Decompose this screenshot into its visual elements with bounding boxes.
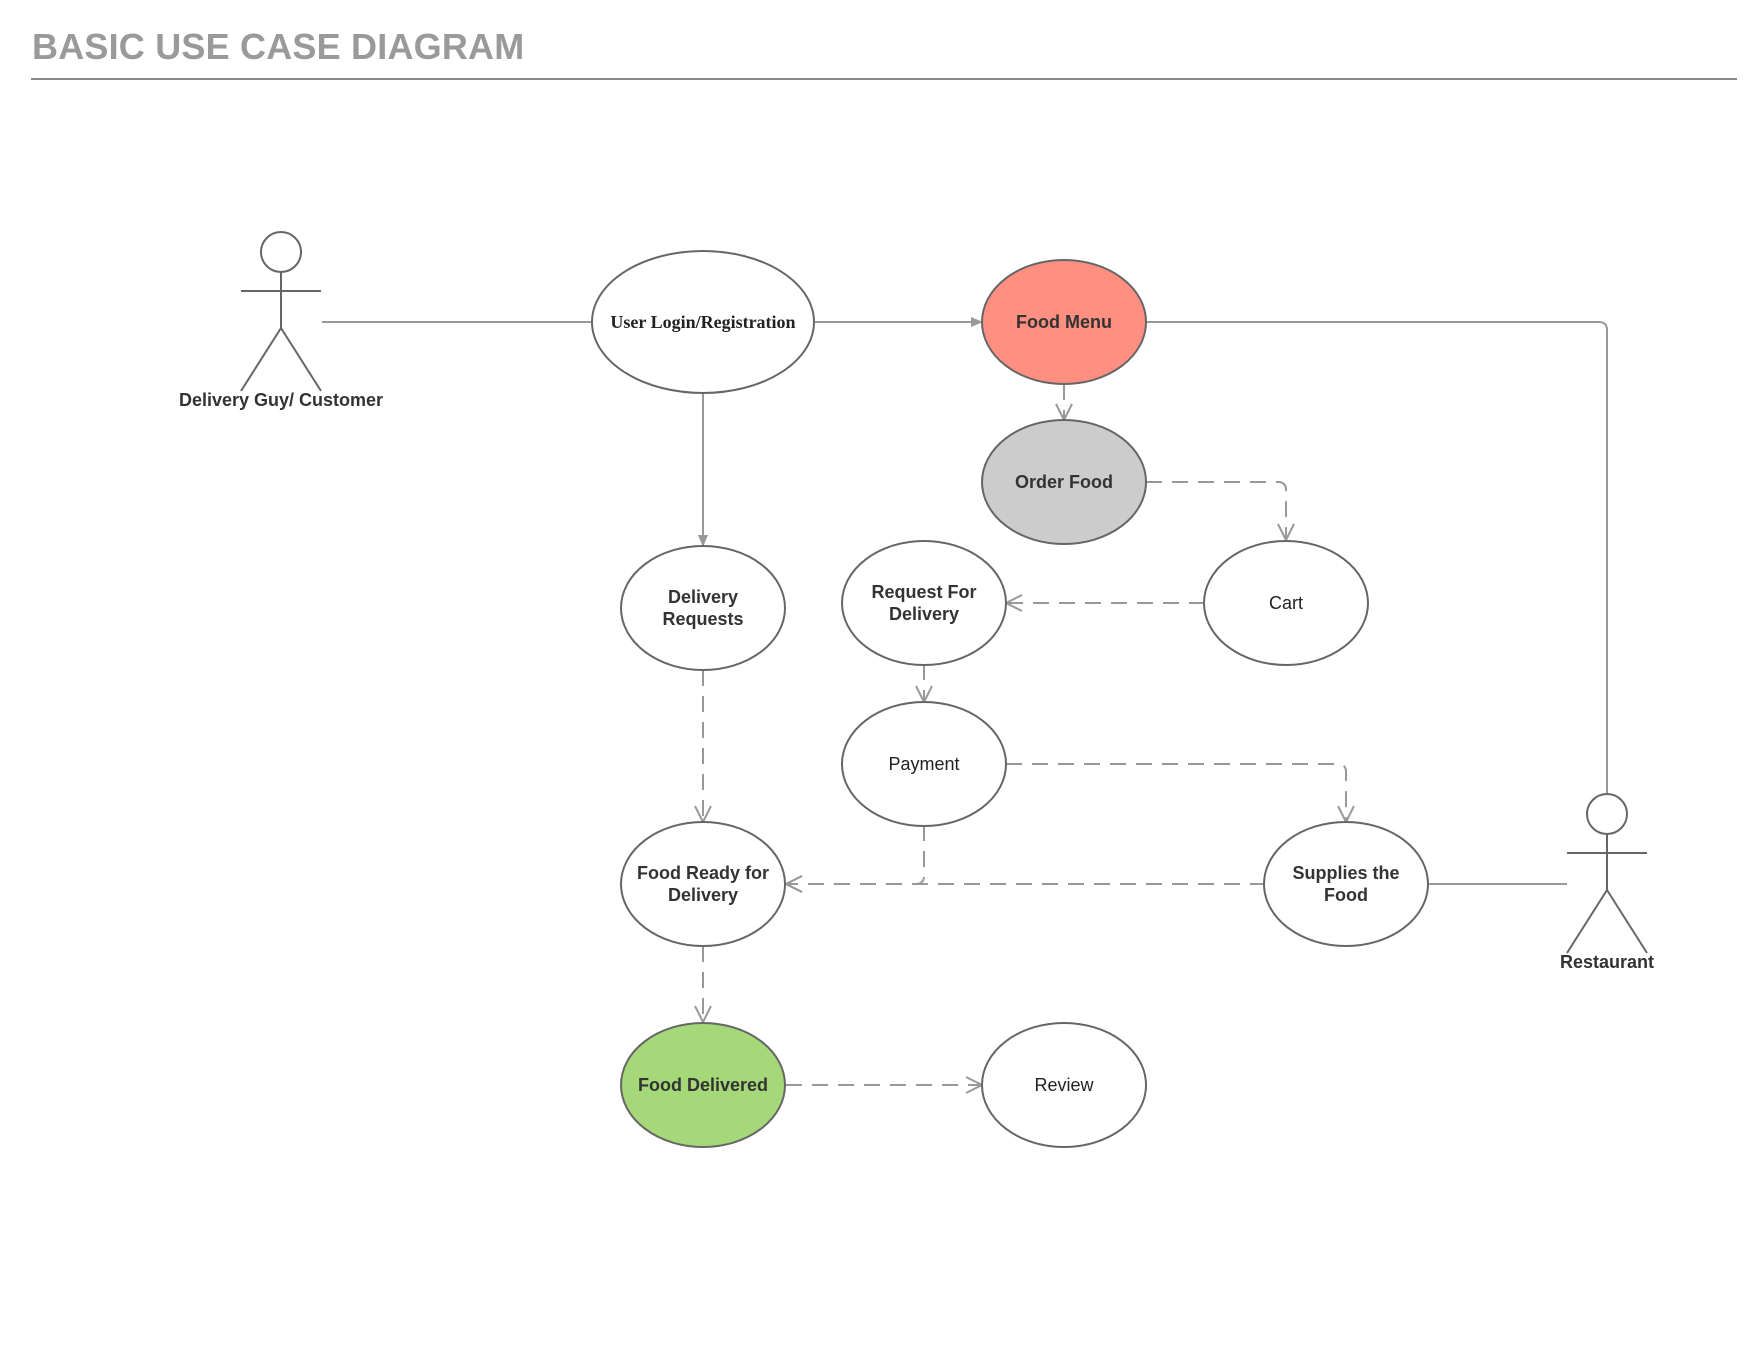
- use-case-ellipse: [841, 701, 1007, 827]
- actor-head: [1586, 793, 1628, 835]
- use-case-label: Delivery: [668, 587, 738, 607]
- dependency-payment-ready: [786, 825, 925, 884]
- use-case-label: Supplies the: [1292, 863, 1399, 883]
- use-case-label: Delivery: [889, 604, 959, 624]
- use-case-label: Review: [1034, 1075, 1094, 1095]
- use-case-label: Food Ready for: [637, 863, 769, 883]
- use-case-label: Food Delivered: [638, 1075, 768, 1095]
- use-case-label: Requests: [662, 609, 743, 629]
- use-case-order: Order Food: [981, 419, 1147, 545]
- page-title: BASIC USE CASE DIAGRAM: [32, 26, 525, 67]
- use-case-label: User Login/Registration: [610, 312, 795, 332]
- use-case-ellipse: [981, 259, 1147, 385]
- use-case-login: User Login/Registration: [591, 250, 815, 394]
- use-case-cart: Cart: [1203, 540, 1369, 666]
- use-case-menu: Food Menu: [981, 259, 1147, 385]
- use-case-label: Food: [1324, 885, 1368, 905]
- use-case-label: Food Menu: [1016, 312, 1112, 332]
- connector-menu-restaurant: [1146, 321, 1608, 794]
- actor-restaurant-label: Restaurant: [1560, 952, 1654, 972]
- use-case-ellipse: [841, 540, 1007, 666]
- use-case-ellipse: [591, 250, 815, 394]
- dependency-order-cart: [1146, 481, 1286, 540]
- use-case-label: Order Food: [1015, 472, 1113, 492]
- use-case-ellipse: [620, 1022, 786, 1148]
- dependency-payment-supplies: [1006, 763, 1346, 822]
- use-case-label: Cart: [1269, 593, 1303, 613]
- use-case-ellipse: [620, 821, 786, 947]
- use-case-label: Delivery: [668, 885, 738, 905]
- actor-head: [260, 231, 302, 273]
- use-case-label: Request For: [871, 582, 976, 602]
- use-case-ellipse: [620, 545, 786, 671]
- use-case-delivered: Food Delivered: [620, 1022, 786, 1148]
- title-divider: [31, 78, 1737, 80]
- use-case-review: Review: [981, 1022, 1147, 1148]
- use-case-label: Payment: [888, 754, 959, 774]
- actor-customer: [240, 231, 322, 392]
- actor-restaurant: [1566, 793, 1648, 954]
- use-case-ellipse: [981, 1022, 1147, 1148]
- use-case-payment: Payment: [841, 701, 1007, 827]
- use-case-ellipse: [981, 419, 1147, 545]
- use-case-ellipse: [1263, 821, 1429, 947]
- use-case-ellipse: [1203, 540, 1369, 666]
- actor-customer-label: Delivery Guy/ Customer: [179, 390, 383, 410]
